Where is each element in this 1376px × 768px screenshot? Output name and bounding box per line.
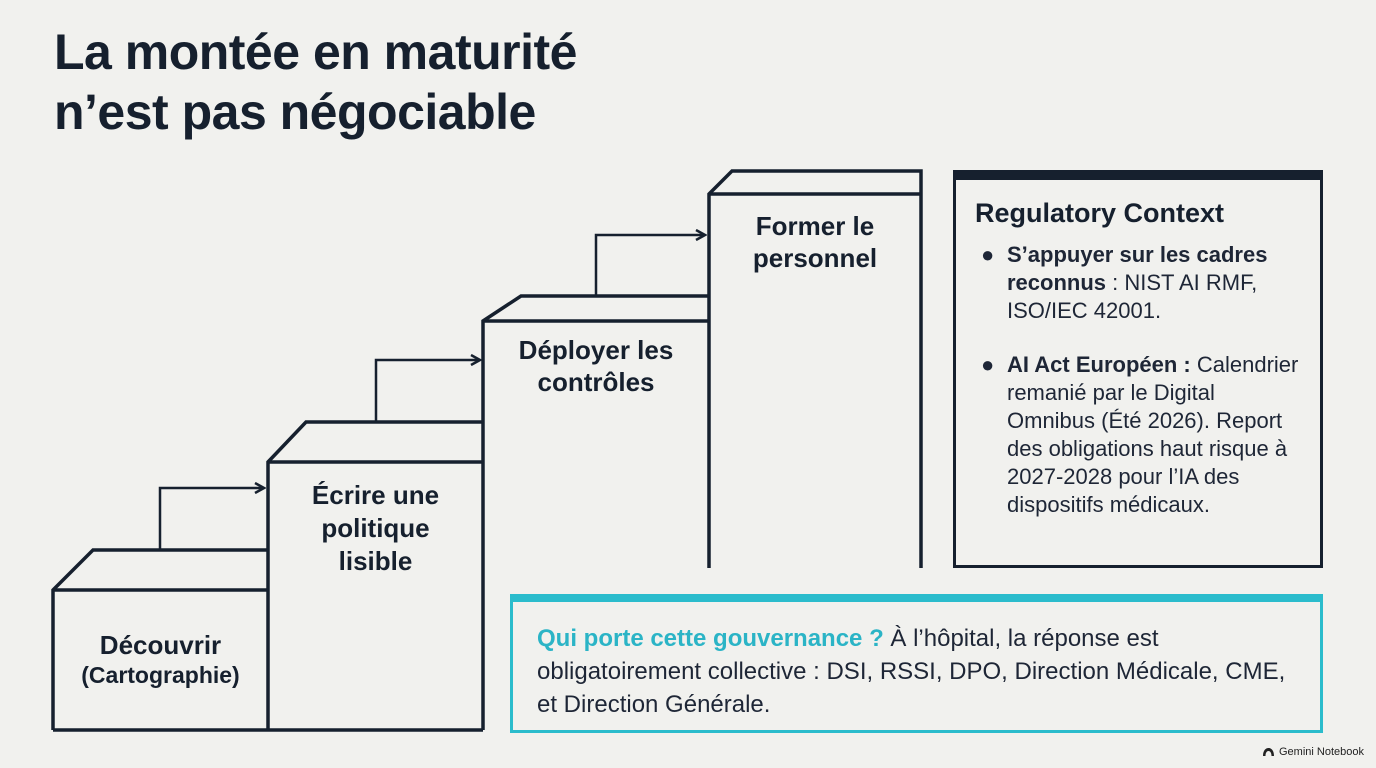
step-4-label-line-1: Former le [755, 211, 875, 241]
slide-title-line-1: La montée en maturité [54, 24, 577, 80]
slide-title: La montée en maturité n’est pas négociab… [54, 22, 577, 142]
arrow-step-2-to-3 [374, 360, 480, 422]
step-3-label: Déployer les contrôles [483, 334, 709, 398]
regulatory-context-panel: Regulatory Context ● S’appuyer sur les c… [953, 170, 1323, 568]
step-4-label: Former le personnel [709, 210, 921, 274]
step-1-label-line-1: Découvrir [99, 630, 222, 660]
regulatory-item-ai-act: ● AI Act Européen : Calendrier remanié p… [975, 351, 1300, 519]
step-2-label-line-3: lisible [338, 546, 413, 576]
step-1-label-line-2: (Cartographie) [81, 662, 240, 689]
step-4-label-line-2: personnel [752, 243, 878, 273]
regulatory-item-ai-act-text: Calendrier remanié par le Digital Omnibu… [1007, 352, 1299, 517]
watermark-text: Gemini Notebook [1279, 746, 1364, 758]
watermark: Gemini Notebook [1262, 746, 1364, 758]
regulatory-context-list: ● S’appuyer sur les cadres reconnus : NI… [975, 241, 1300, 519]
step-2-label-line-1: Écrire une [311, 480, 440, 510]
step-1-block [51, 548, 268, 732]
step-3-block [481, 294, 709, 730]
regulatory-context-title: Regulatory Context [975, 198, 1225, 228]
slide-title-line-2: n’est pas négociable [54, 84, 536, 140]
step-2-label-line-2: politique [321, 513, 430, 543]
step-3-label-line-2: contrôles [537, 367, 655, 397]
arrow-step-1-to-2 [158, 488, 264, 550]
step-4-block [707, 169, 923, 568]
regulatory-item-ai-act-heading: AI Act Européen : [1007, 352, 1191, 377]
notebook-logo-icon [1263, 748, 1274, 756]
bullet-icon: ● [981, 352, 995, 377]
governance-callout-answer: À l’hôpital, la réponse est obligatoirem… [537, 625, 1286, 718]
step-1-label: Découvrir (Cartographie) [53, 630, 268, 690]
regulatory-item-frameworks: ● S’appuyer sur les cadres reconnus : NI… [975, 241, 1300, 325]
step-2-label: Écrire une politique lisible [268, 479, 483, 578]
regulatory-item-frameworks-text: : NIST AI RMF, ISO/IEC 42001. [1007, 270, 1258, 323]
step-2-block [266, 420, 483, 732]
regulatory-item-frameworks-heading: S’appuyer sur les cadres reconnus [1007, 242, 1268, 295]
step-3-label-line-1: Déployer les [518, 335, 674, 365]
arrow-step-3-to-4 [594, 235, 705, 296]
bullet-icon: ● [981, 242, 995, 267]
governance-callout: Qui porte cette gouvernance ? À l’hôpita… [510, 594, 1323, 733]
governance-callout-question: Qui porte cette gouvernance ? [537, 625, 884, 652]
